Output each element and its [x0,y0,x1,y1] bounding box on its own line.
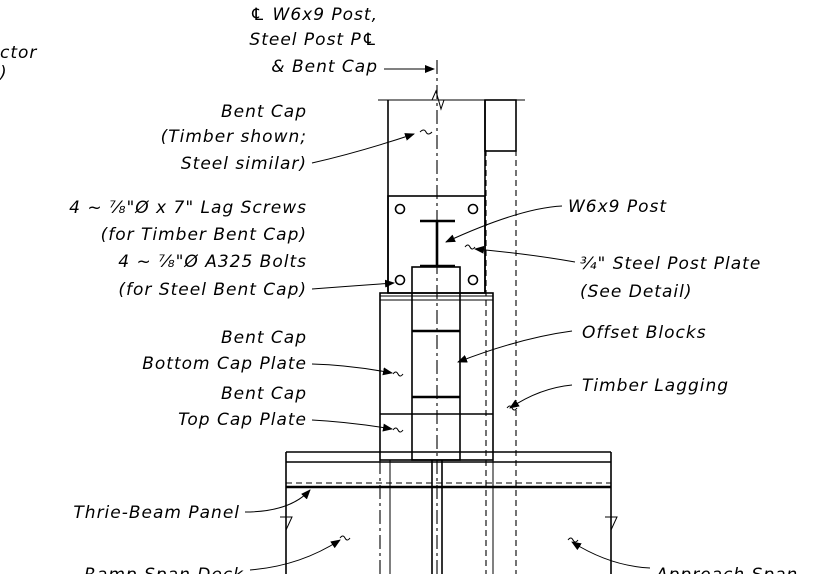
centerline-label-line-2: Steel Post P℄ [249,30,378,50]
ramp-deck-label: Ramp Span Deck [84,565,244,574]
clipped-label-top-left-1: ctor [0,43,37,63]
tilde-mark-bottom-cap [392,371,404,377]
bolt-hole-bottom-right [467,274,479,286]
leader-timber-lagging [509,384,573,409]
top-cap-label-line-1: Bent Cap [221,384,307,404]
leader-approach [571,541,651,569]
tilde-mark-approach [567,537,579,543]
leader-bolts [311,279,395,290]
offset-blocks-label: Offset Blocks [582,323,707,343]
bolt-hole-top-left [394,203,406,215]
bent-cap-label-line-1: Bent Cap [221,102,307,122]
bolt-hole-bottom-left [394,274,406,286]
drawing-geometry [280,60,618,574]
centerline-label-line-3: & Bent Cap [271,57,378,77]
post-plate-label-line-1: ¾" Steel Post Plate [580,254,761,274]
leader-offset-blocks [457,330,573,363]
thrie-beam-label: Thrie-Beam Panel [73,503,240,523]
lag-screws-label-line-1: 4 ~ ⅞"Ø x 7" Lag Screws [69,198,307,218]
bent-cap-side-member [484,99,517,152]
leader-w6x9-post [445,205,563,243]
lag-screws-label-line-2: (for Timber Bent Cap) [101,225,307,245]
approach-span-label: Approach Span [655,565,798,574]
top-cap-label-line-2: Top Cap Plate [178,410,307,430]
leader-top-cap [311,419,393,432]
tilde-mark-top-cap [392,427,404,433]
bent-cap-label-line-2: (Timber shown; [161,127,307,147]
tilde-mark-ramp-deck [339,535,351,541]
leader-post-plate [474,245,576,263]
ramp-deck-break [280,516,293,531]
callout-labels: ctor ) ℄ W6x9 Post, Steel Post P℄ & Bent… [0,5,798,574]
bolts-label-line-2: (for Steel Bent Cap) [118,280,307,300]
timber-lagging-label: Timber Lagging [582,376,729,396]
leader-lines [244,65,651,571]
leader-bottom-cap [311,363,393,376]
bottom-cap-label-line-2: Bottom Cap Plate [142,354,307,374]
tilde-mark-post-plate [464,244,476,250]
bent-cap-label-line-3: Steel similar) [181,154,307,174]
centerline-label-line-1: ℄ W6x9 Post, [250,5,378,25]
break-symbol-top [431,89,445,111]
post-plate-label-line-2: (See Detail) [580,282,692,302]
leader-thrie-beam [244,489,311,513]
offset-blocks [411,266,461,461]
tilde-mark-bent-cap [419,129,433,135]
bolts-label-line-1: 4 ~ ⅞"Ø A325 Bolts [118,252,307,272]
approach-deck-break [605,516,618,531]
bottom-cap-label-line-1: Bent Cap [221,328,307,348]
leader-ramp-deck [249,539,341,571]
bolt-hole-top-right [467,203,479,215]
clipped-label-top-left-2: ) [0,63,8,83]
leader-bent-cap [311,133,415,164]
w6x9-post-label: W6x9 Post [568,197,667,217]
